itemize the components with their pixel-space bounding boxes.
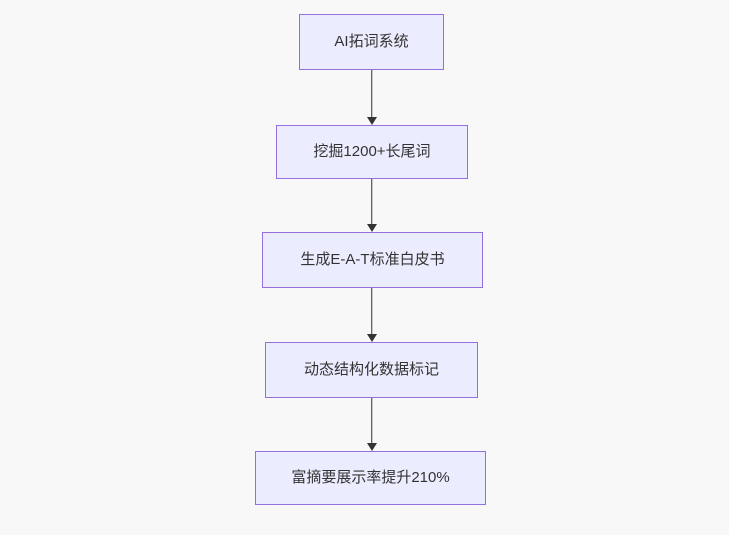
edge-line (370, 179, 373, 225)
flow-node-mine-longtail-keywords: 挖掘1200+长尾词 (276, 125, 468, 179)
edge-arrow-2 (365, 179, 378, 232)
flow-node-rich-snippet-rate-increase: 富摘要展示率提升210% (255, 451, 486, 505)
arrowhead-down-icon (366, 443, 377, 451)
arrowhead-down-icon (366, 117, 377, 125)
flow-node-ai-word-expansion-system: AI拓词系统 (299, 14, 444, 70)
flow-node-generate-eat-whitepaper: 生成E-A-T标准白皮书 (262, 232, 483, 288)
flow-node-dynamic-structured-data-markup: 动态结构化数据标记 (265, 342, 478, 398)
arrowhead-down-icon (366, 224, 377, 232)
edge-line (370, 398, 373, 444)
edge-arrow-3 (365, 288, 378, 342)
edge-arrow-4 (365, 398, 378, 451)
arrowhead-down-icon (366, 334, 377, 342)
edge-line (370, 288, 373, 335)
edge-arrow-1 (365, 70, 378, 125)
edge-line (370, 70, 373, 118)
